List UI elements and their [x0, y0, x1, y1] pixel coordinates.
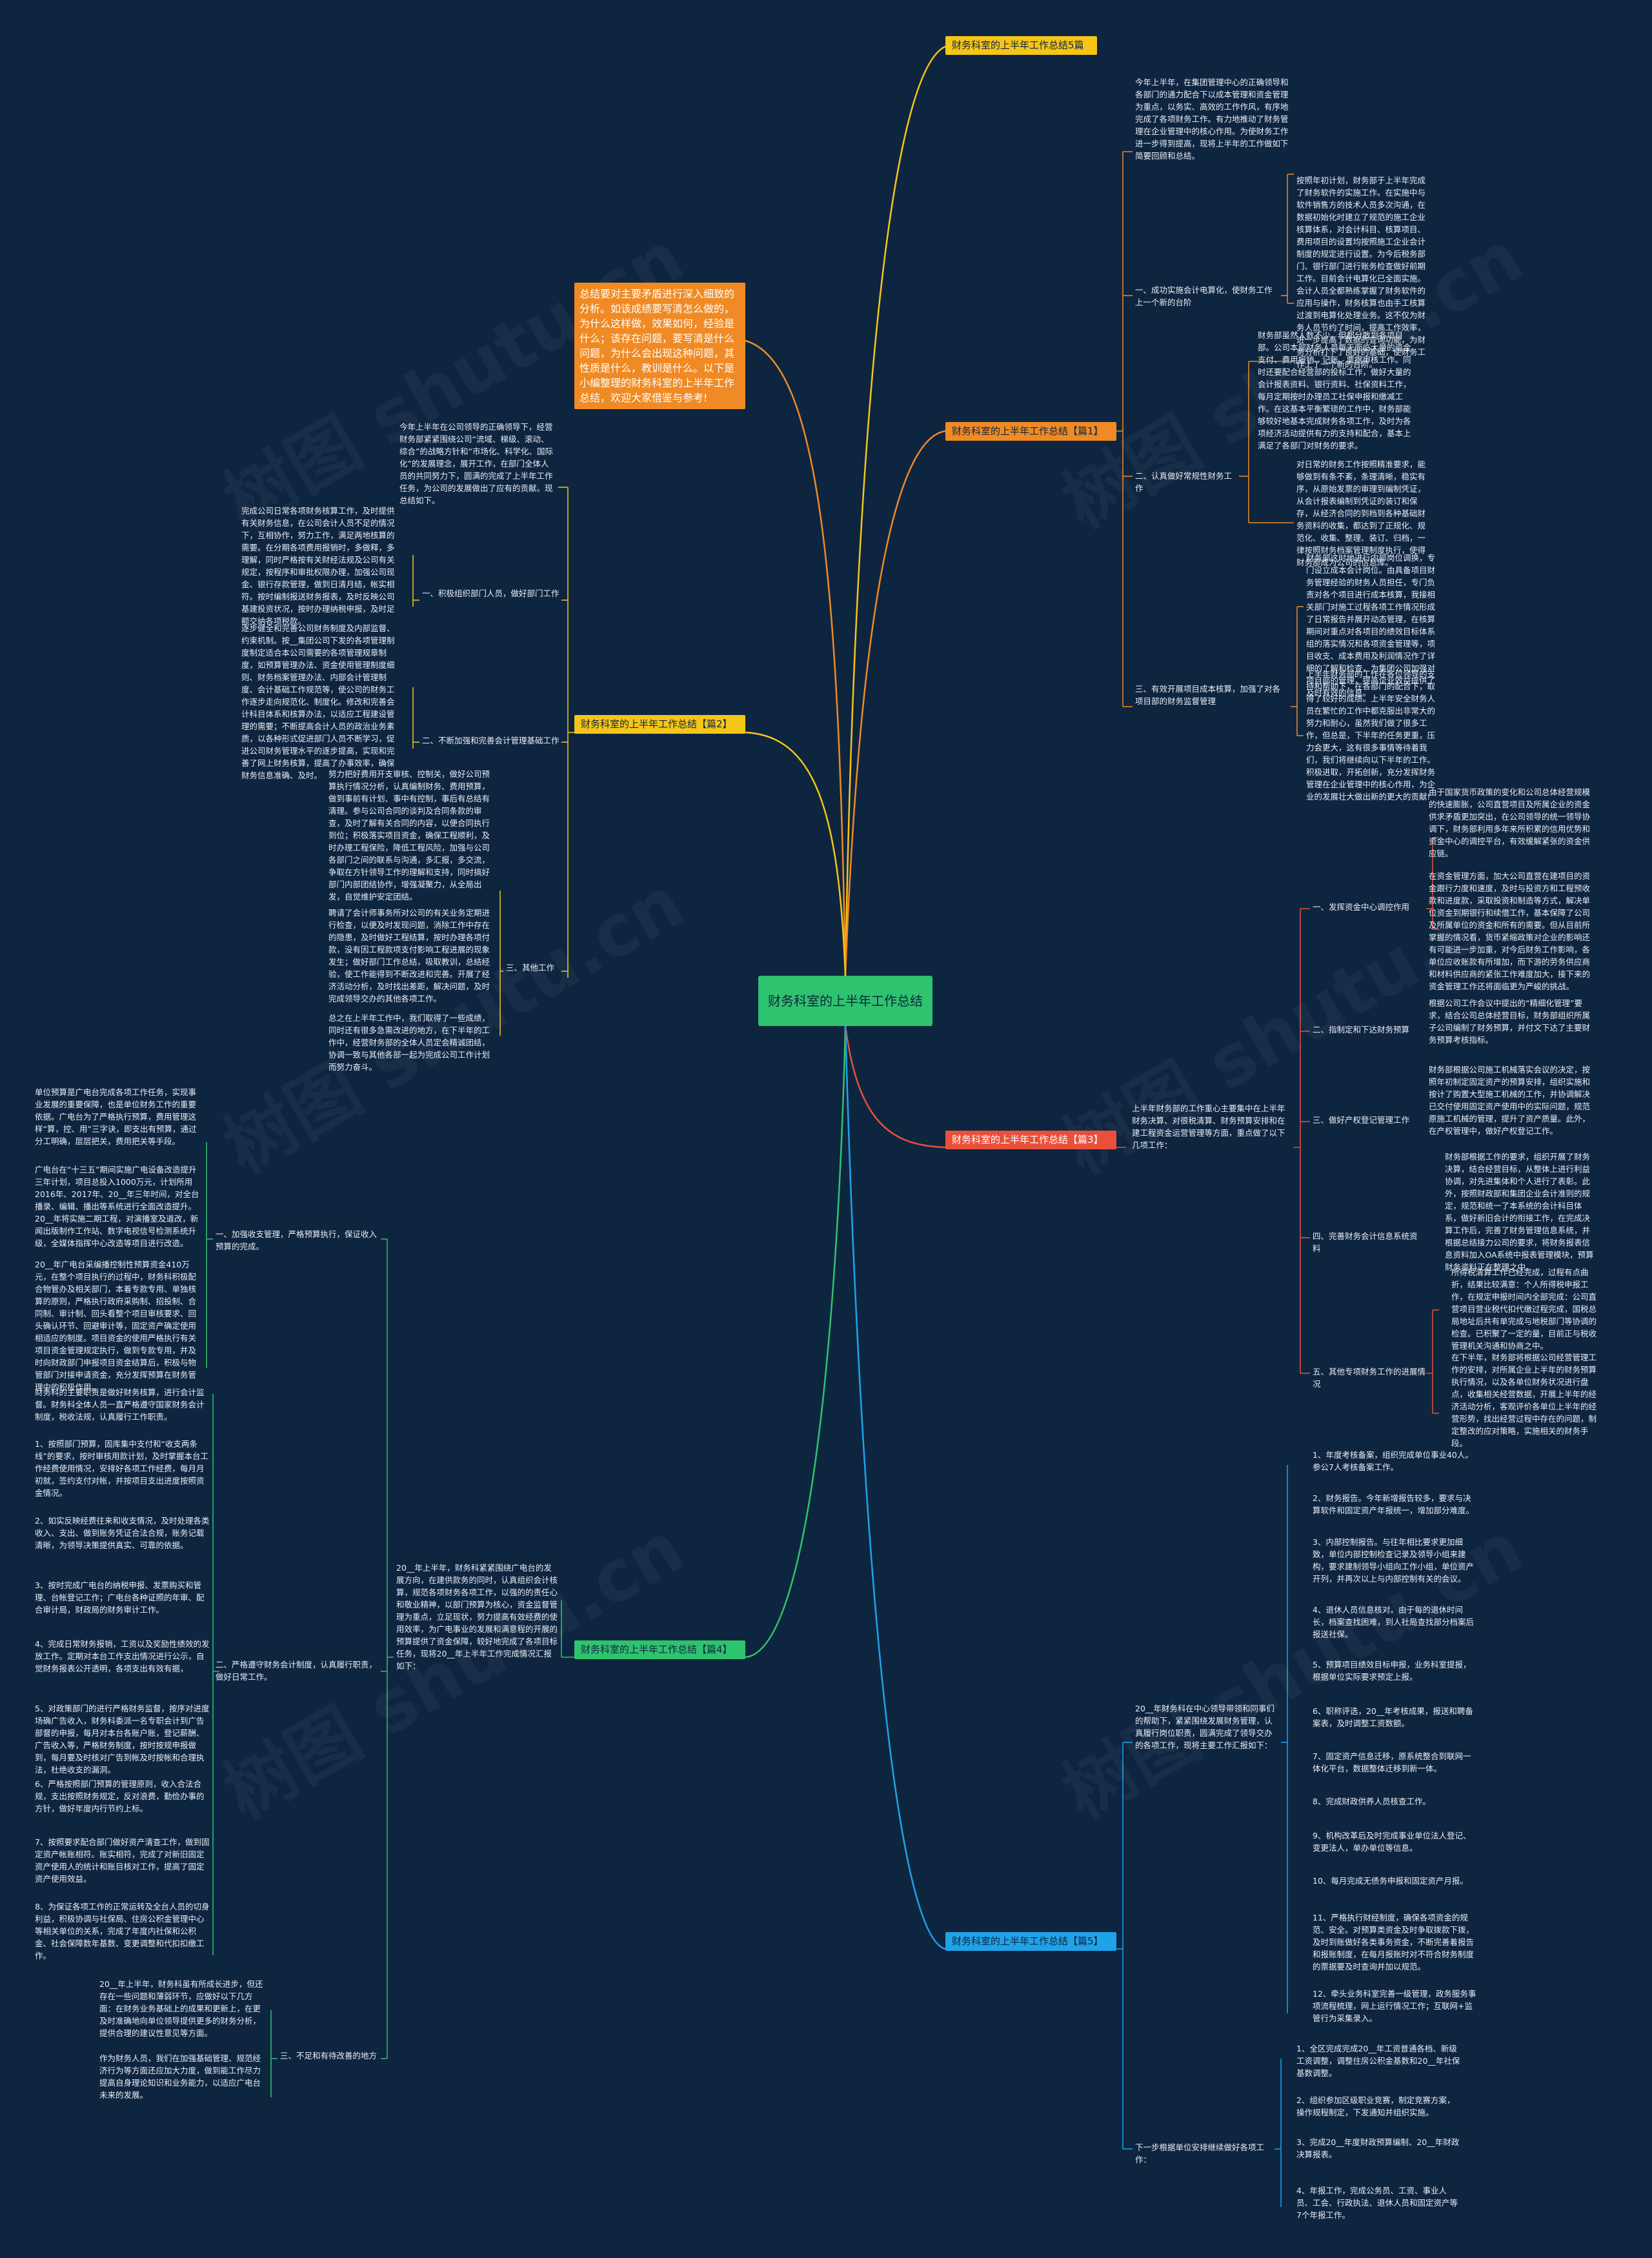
- p4-s2-text4: 3、按时完成广电台的纳税申报、发票购买和管理、台帐登记工作；广电台各种证照的年审…: [35, 1580, 205, 1615]
- p5b-next-item-4: 4、年报工作，完成公务员、工资、事业人员、工会、行政执法、退休人员和固定资产等7…: [1296, 2186, 1458, 2220]
- p1-s2-text2: 对日常的财务工作按照精准要求，能够做到有条不紊，条理清晰，稳实有序，从原始发票的…: [1296, 459, 1426, 567]
- connector-p5b: [844, 1025, 946, 1950]
- p3-s3-text: 财务部根据公司施工机械落实会议的决定，按照年初制定固定资产的预算安排，组织实施和…: [1429, 1065, 1591, 1136]
- p3-s4-title[interactable]: 四、完善财务会计信息系统资料: [1313, 1231, 1418, 1253]
- intro-note[interactable]: 总结要对主要矛盾进行深入细致的分析。如该成绩要写清怎么做的，为什么这样做，效果如…: [574, 283, 745, 409]
- p4-s1-text2: 广电台在“十三五”期间实施广电设备改造提升三年计划，项目总投入1000万元，计划…: [35, 1165, 199, 1248]
- p3-s4-text: 财务部根据工作的要求，组织开展了财务决算，结合经营目标，从整体上进行利益协调，对…: [1445, 1152, 1594, 1272]
- p3-intro: 上半年财务部的工作重心主要集中在上半年财务决算、对很税清算、财务预算安排和在建工…: [1132, 1104, 1285, 1150]
- connector-p2: [745, 731, 847, 976]
- p1-s3-text2: 上半年财务部的工作在各位领导的支持和帮助下，在各部门的配合下，取得了较好的成绩。…: [1306, 669, 1436, 801]
- p5b-item-8: 8、完成财政供养人员核查工作。: [1313, 1797, 1431, 1806]
- p5b-item-6: 6、职称评选，20__年考核成果，报送和聘备案表，及时调整工资数额。: [1313, 1706, 1473, 1728]
- p3-s1-text2: 在资金管理方面，加大公司直营在建项目的资金跟行力度和速度，及时与投资方和工程预收…: [1429, 871, 1591, 991]
- p5b-intro: 20__年财务科在中心领导带领和同事们的帮助下，紧紧围绕发展财务管理，认真履行岗…: [1135, 1704, 1274, 1750]
- p1-s3-title[interactable]: 三、有效开展项目成本核算，加强了对各项目部的财务监督管理: [1135, 684, 1281, 706]
- p2-s3-text1: 努力把好费用开支审核、控制关，做好公司预算执行情况分析，认真编制财务、费用预算，…: [328, 769, 490, 902]
- p5b-item-7: 7、固定资产信息迁移，原系统整合到联网一体化平台，数据整体迁移到新一体。: [1313, 1751, 1471, 1773]
- p5b-item-11: 11、严格执行财经制度，确保各项资金的规范、安全。对预算类资金及时争取拨款下拨，…: [1313, 1913, 1475, 1971]
- branch-p2[interactable]: 财务科室的上半年工作总结【篇2】: [574, 715, 745, 734]
- p5b-next-item-2: 2、组织参加区级职业竞赛，制定竞赛方案，操作规程制定，下发通知并组织实施。: [1296, 2095, 1455, 2117]
- p4-s2-text1: 财务科的主要职责是做好财务核算，进行会计监督。财务科全体人员一直严格遵守国家财务…: [35, 1387, 205, 1422]
- p5b-item-12: 12、牵头业务科室完善一级管理，政务服务事项流程梳理，网上运行情况工作；互联网+…: [1313, 1989, 1476, 2023]
- p5b-next-item-1: 1、全区完成完成20__年工资普通各档、新级工资调整，调整住房公积金基数和20_…: [1296, 2044, 1460, 2078]
- p5b-item-2: 2、财务报告。今年新增报告较多，要求与决算软件和固定资产年报统一，增加部分难度。: [1313, 1493, 1475, 1515]
- p5b-item-1: 1、年度考核备案，组织完成单位事业40人。参公7人考核备案工作。: [1313, 1450, 1473, 1472]
- p3-s5-text1: 所得税清算工作已经完成，过程有点曲折，结果比较满意：个人所得税申报工作，在规定申…: [1451, 1267, 1597, 1351]
- branch-p1[interactable]: 财务科室的上半年工作总结【篇1】: [945, 422, 1116, 441]
- p5b-item-5: 5、预算项目绩效目标申报，业务科室提报，根据单位实际要求预定上报。: [1313, 1660, 1471, 1682]
- p4-s3-text1: 20__年上半年，财务科虽有所成长进步，但还存在一些问题和薄弱环节，应做好以下几…: [99, 1979, 263, 2038]
- p5b-next-title[interactable]: 下一步根据单位安排继续做好各项工作：: [1135, 2142, 1265, 2164]
- p4-s3-title[interactable]: 三、不足和有待改善的地方: [280, 2051, 378, 2061]
- branch-p5[interactable]: 财务科室的上半年工作总结5篇: [945, 36, 1097, 55]
- p5b-next-item-3: 3、完成20__年度财政预算编制、20__年财政决算报表。: [1296, 2137, 1460, 2159]
- p2-s1-title[interactable]: 一、积极组织部门人员，做好部门工作: [422, 589, 559, 598]
- p3-s3-title[interactable]: 三、做好产权登记管理工作: [1313, 1115, 1410, 1125]
- connector-p3: [844, 1025, 946, 1149]
- p5b-item-10: 10、每月完成无债务申报和固定资产月报。: [1313, 1876, 1468, 1886]
- connector-p4: [745, 1025, 847, 1658]
- p2-s3-text2: 聘请了会计师事务所对公司的有关业务定期进行检查，以便及时发现问题，消除工作中存在…: [328, 908, 490, 1003]
- p4-s2-title[interactable]: 二、严格遵守财务会计制度，认真履行职责，做好日常工作。: [216, 1660, 378, 1682]
- p2-intro: 今年上半年在公司领导的正确领导下，经营财务部紧紧围绕公司“流域、梯级、滚动、综合…: [399, 422, 553, 505]
- p4-s1-title[interactable]: 一、加强收支管理，严格预算执行，保证收入预算的完成。: [216, 1229, 378, 1251]
- p3-s1-title[interactable]: 一、发挥资金中心调控作用: [1313, 902, 1410, 912]
- center-topic-label: 财务科室的上半年工作总结: [768, 993, 923, 1009]
- p1-s1-text: 按照年初计划，财务部于上半年完成了财务软件的实施工作。在实施中与软件销售方的技术…: [1296, 176, 1426, 369]
- p2-s2-text: 逐步健全和完善公司财务制度及内部监督、约束机制。按__集团公司下发的各项管理制度…: [241, 623, 395, 780]
- center-topic[interactable]: 财务科室的上半年工作总结: [758, 976, 932, 1026]
- connector-note: [745, 339, 847, 976]
- p1-s3-text1: 财务部这时地进行内部岗位调换，专门设立成本会计岗位。由具备项目财务管理经验的财务…: [1306, 553, 1436, 698]
- p2-s2-title[interactable]: 二、不断加强和完善会计管理基础工作: [422, 736, 559, 745]
- p5b-item-3: 3、内部控制报告。与往年相比要求更加细致，单位内部控制检查记录及领导小组来建构，…: [1313, 1537, 1475, 1584]
- p3-s2-text: 根据公司工作会议中提出的“精细化管理”要求，结合公司总体经营目标，财务部组织所属…: [1429, 998, 1591, 1045]
- p4-s2-text6: 5、对政策部门的进行严格财务监督，按序对进度场确广告收入，财务科委派一名专职会计…: [35, 1704, 210, 1775]
- p3-s5-text2: 在下半年，财务部将根据公司经营管理工作的安排，对所属企业上半年的财务预算执行情况…: [1451, 1353, 1597, 1448]
- p4-s1-text1: 单位预算是广电台完成各项工作任务，实现事业发展的重要保障，也是单位财务工作的重要…: [35, 1087, 197, 1146]
- p2-s3-title[interactable]: 三、其他工作: [506, 963, 555, 973]
- branch-p5b[interactable]: 财务科室的上半年工作总结【篇5】: [945, 1932, 1116, 1951]
- p3-s2-title[interactable]: 二、指制定和下达财务预算: [1313, 1025, 1410, 1034]
- p4-s2-text3: 2、如实反映经费往来和收支情况，及时处理各类收入、支出、做到账务凭证合法合规，账…: [35, 1516, 210, 1550]
- p5b-item-4: 4、退休人员信息核对。由于每的退休时间长，档案查找困难，到人社局查找部分档案后报…: [1313, 1605, 1475, 1639]
- p2-s1-text: 完成公司日常各项财务核算工作，及时提供有关财务信息，在公司会计人员不足的情况下，…: [241, 506, 395, 626]
- connector-p1: [844, 430, 946, 976]
- p1-s2-title[interactable]: 二、认真做好常规性财务工作: [1135, 471, 1233, 493]
- p1-intro: 今年上半年，在集团管理中心的正确领导和各部门的通力配合下以成本管理和资金管理为重…: [1135, 77, 1289, 161]
- p4-s3-text2: 作为财务人员，我们在加强基础管理、规范经济行为等方面还应加大力度，做到能工作尽力…: [99, 2053, 261, 2100]
- p4-s2-text8: 7、按照要求配合部门做好资产清查工作，做到固定资产帐账相符。账实相符，完成了对新…: [35, 1837, 210, 1884]
- p4-s2-text9: 8、为保证各项工作的正常运转及全台人员的切身利益，积极协调与社保局、住房公积金管…: [35, 1902, 210, 1961]
- p1-s1-title[interactable]: 一、成功实施会计电算化，使财务工作上一个新的台阶: [1135, 285, 1273, 307]
- branch-p4[interactable]: 财务科室的上半年工作总结【篇4】: [574, 1640, 745, 1659]
- p3-s5-title[interactable]: 五、其他专项财务工作的进展情况: [1313, 1367, 1426, 1389]
- connector-p5: [844, 45, 946, 976]
- p4-s2-text7: 6、严格按照部门预算的管理原则，收入合法合规，支出按照财务规定，反对浪费，勤俭办…: [35, 1779, 205, 1813]
- p4-s2-text5: 4、完成日常财务报销，工资以及奖励性绩效的发放工作。定期对本台工作支出情况进行公…: [35, 1639, 210, 1673]
- p4-intro: 20__年上半年，财务科紧紧围绕广电台的发展方向，在建供款务的同时，认真组织会计…: [396, 1563, 558, 1671]
- branch-p3[interactable]: 财务科室的上半年工作总结【篇3】: [945, 1131, 1116, 1149]
- p3-s1-text1: 由于国家货币政策的变化和公司总体经营规模的快速膨胀，公司直营项目及所属企业的资金…: [1429, 787, 1591, 858]
- p4-s1-text3: 20__年广电台采编播控制性预算资金410万元，在整个项目执行的过程中，财务科积…: [35, 1260, 197, 1392]
- p4-s2-text2: 1、按照部门预算，固库集中支付和“收支两条线”的要求，按时审核用款计划，及时掌握…: [35, 1439, 208, 1498]
- p5b-item-9: 9、机构改革后及时完成事业单位法人登记、变更法人，单办单位等信息。: [1313, 1831, 1471, 1853]
- p1-s2-text1: 财务部虽然人数不少，但都分散到各项目部。公司本部财务人员每天面临大量的资金支付、…: [1258, 330, 1411, 450]
- p2-s3-text3: 总之在上半年工作中，我们取得了一些成绩，同时还有很多急需改进的地方，在下半年的工…: [328, 1013, 490, 1072]
